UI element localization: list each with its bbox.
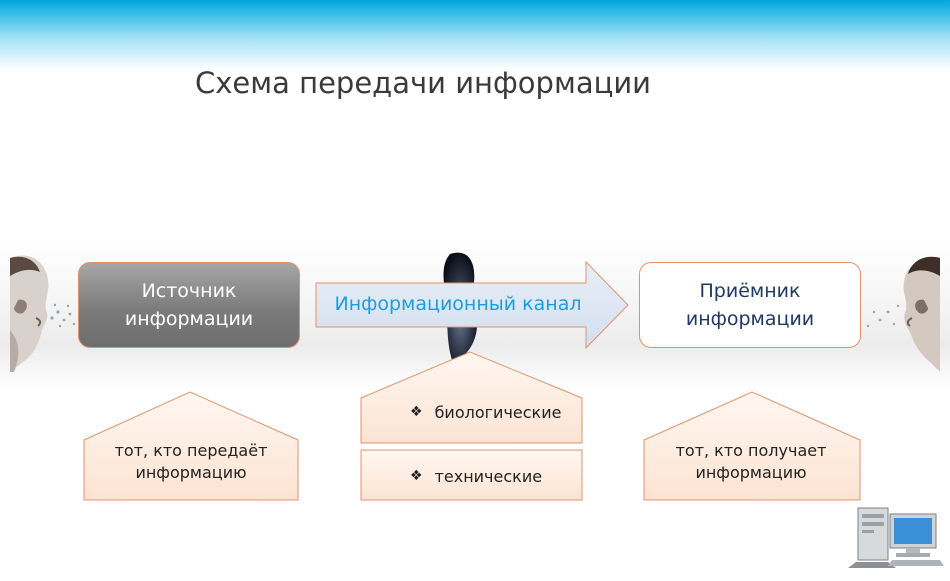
receiver-description: тот, кто получает информацию — [652, 436, 850, 488]
diamond-bullet-icon: ❖ — [410, 468, 423, 484]
diamond-bullet-icon: ❖ — [410, 404, 423, 420]
speech-dots-left — [50, 303, 76, 328]
page-title: Схема передачи информации — [195, 66, 652, 100]
channel-label: Информационный канал — [334, 293, 582, 315]
man-face-icon — [903, 256, 940, 372]
header-band — [0, 0, 950, 70]
source-description-shape — [83, 391, 299, 501]
channel-arrow — [315, 260, 629, 350]
man-face-icon — [10, 255, 49, 372]
channel-biological-shape — [360, 351, 583, 444]
channel-type-biological: ❖ биологические — [410, 400, 561, 424]
receiver-description-shape — [643, 391, 861, 501]
source-description: тот, кто передаёт информацию — [92, 436, 290, 488]
channel-type-technical: ❖ технические — [410, 464, 542, 488]
channel-type-label: технические — [434, 466, 543, 486]
sound-dots-right — [866, 304, 900, 328]
receiver-box: Приёмник информации — [639, 262, 861, 348]
computer-icon — [848, 507, 944, 568]
receiver-description-text: тот, кто получает информацию — [675, 441, 827, 482]
channel-technical-shape — [360, 449, 583, 501]
channel-type-label: биологические — [434, 402, 562, 422]
receiver-label: Приёмник информации — [685, 280, 815, 330]
source-box: Источник информации — [78, 262, 300, 348]
source-description-text: тот, кто передаёт информацию — [114, 441, 268, 482]
source-label: Источник информации — [124, 280, 254, 330]
